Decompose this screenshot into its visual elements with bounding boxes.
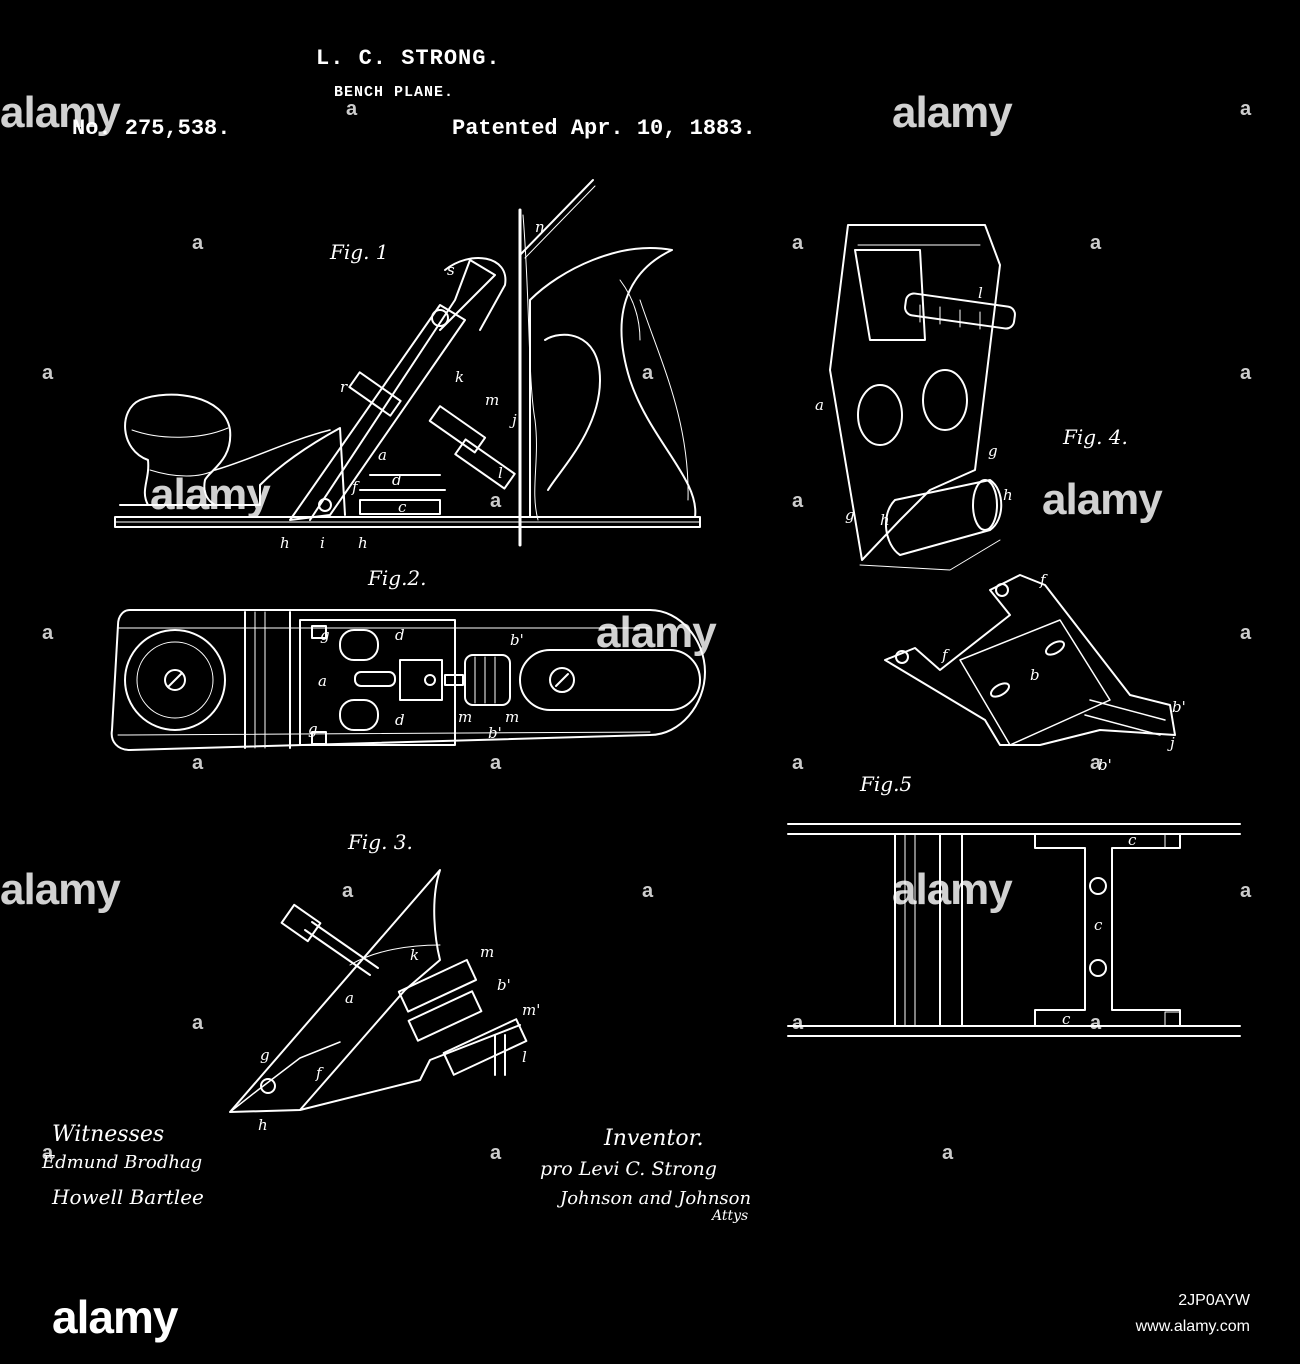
part-letter-b3: b'	[497, 976, 511, 994]
part-letter-g3: g	[260, 1046, 270, 1064]
watermark-glyph: a	[192, 1012, 203, 1035]
part-letter-g2: g	[308, 720, 318, 738]
watermark-glyph: a	[942, 1142, 953, 1165]
patent-sheet: L. C. STRONG. BENCH PLANE. No. 275,538. …	[0, 0, 1300, 1270]
part-letter-h5: h	[1003, 486, 1013, 504]
watermark-logo: alamy	[0, 88, 120, 138]
watermark-glyph: a	[192, 752, 203, 775]
part-letter-r: r	[340, 378, 348, 396]
watermark-glyph: a	[642, 880, 653, 903]
watermark-glyph: a	[1090, 752, 1101, 775]
part-letter-c3: c	[1062, 1010, 1071, 1028]
part-letter-g5: g	[845, 506, 855, 524]
part-letter-a2: a	[318, 672, 327, 690]
part-letter-d: d	[392, 471, 402, 489]
alamy-logo: alamy	[52, 1290, 177, 1344]
figure-3-label: Fig. 3.	[348, 830, 413, 854]
part-letter-h3: h	[258, 1116, 268, 1134]
watermark-logo: alamy	[0, 865, 120, 915]
watermark-glyph: a	[490, 1142, 501, 1165]
watermark-glyph: a	[42, 622, 53, 645]
watermark-glyph: a	[192, 232, 203, 255]
figure-4b-drawing	[885, 575, 1175, 745]
part-letter-h2: h	[358, 534, 368, 552]
watermark-glyph: a	[1240, 362, 1251, 385]
part-letter-l3: l	[522, 1048, 527, 1066]
part-letter-k: k	[455, 368, 464, 386]
watermark-glyph: a	[1240, 880, 1251, 903]
part-letter-d1: d	[395, 626, 405, 644]
part-letter-l4: l	[978, 284, 983, 302]
inventor-label: Inventor.	[604, 1126, 704, 1151]
watermark-glyph: a	[342, 880, 353, 903]
inventor-signature: pro Levi C. Strong	[540, 1158, 717, 1180]
watermark-glyph: a	[42, 362, 53, 385]
site-url: www.alamy.com	[1136, 1318, 1250, 1336]
watermark-glyph: a	[1240, 98, 1251, 121]
watermark-glyph: a	[346, 98, 357, 121]
part-letter-m3: m	[505, 708, 519, 726]
part-letter-m4: m	[480, 943, 494, 961]
part-letter-m: m	[485, 391, 499, 409]
part-letter-f3: f	[315, 1064, 324, 1082]
witness-signature-1: Edmund Brodhag	[42, 1152, 202, 1173]
part-letter-b5: b'	[1172, 698, 1186, 716]
part-letter-j: j	[509, 411, 517, 429]
part-letter-a3: a	[345, 989, 354, 1007]
watermark-glyph: a	[1090, 1012, 1101, 1035]
part-letter-d2: d	[395, 711, 405, 729]
watermark-glyph: a	[792, 232, 803, 255]
part-letter-g4: g	[988, 442, 998, 460]
figure-1-label: Fig. 1	[330, 240, 389, 264]
part-letter-c1: c	[1128, 831, 1137, 849]
figure-5-drawing	[788, 824, 1240, 1036]
part-letter-h1: h	[280, 534, 290, 552]
part-letter-f: f	[351, 478, 360, 496]
part-letter-b4: b	[1030, 666, 1040, 684]
figure-3-drawing	[230, 870, 526, 1112]
watermark-glyph: a	[490, 490, 501, 513]
watermark-logo: alamy	[892, 88, 1012, 138]
watermark-glyph: a	[1090, 232, 1101, 255]
watermark-glyph: a	[490, 752, 501, 775]
watermark-logo: alamy	[1042, 475, 1162, 525]
part-letter-m5: m'	[522, 1001, 540, 1019]
part-letter-i: i	[320, 534, 325, 552]
part-letter-c2: c	[1094, 916, 1103, 934]
figure-4-drawing	[830, 225, 1016, 570]
part-letter-g1: g	[320, 626, 330, 644]
watermark-glyph: a	[792, 1012, 803, 1035]
watermark-glyph: a	[792, 752, 803, 775]
image-id: 2JP0AYW	[1178, 1292, 1250, 1310]
part-letter-m2: m	[458, 708, 472, 726]
part-letter-b1: b'	[510, 631, 524, 649]
witnesses-label: Witnesses	[52, 1122, 164, 1147]
watermark-glyph: a	[642, 362, 653, 385]
part-letter-l: l	[498, 464, 503, 482]
figure-5-label: Fig.5	[860, 772, 912, 796]
part-letter-f5: f	[941, 646, 950, 664]
watermark-logo: alamy	[596, 608, 716, 658]
watermark-glyph: a	[42, 1142, 53, 1165]
figure-4-label: Fig. 4.	[1063, 425, 1128, 449]
part-letter-c: c	[398, 498, 407, 516]
part-letter-a4: a	[815, 396, 824, 414]
attorney-signature: Johnson and Johnson	[560, 1188, 751, 1209]
watermark-logo: alamy	[892, 865, 1012, 915]
part-letter-a: a	[378, 446, 387, 464]
witness-signature-2: Howell Bartlee	[52, 1185, 204, 1209]
part-letter-k3: k	[410, 946, 419, 964]
watermark-glyph: a	[1240, 622, 1251, 645]
part-letter-h4: h	[880, 511, 890, 529]
watermark-logo: alamy	[150, 470, 270, 520]
part-letter-b2: b'	[488, 724, 502, 742]
stock-footer: alamy 2JP0AYW www.alamy.com	[0, 1270, 1300, 1364]
watermark-glyph: a	[792, 490, 803, 513]
attorneys-abbrev: Attys	[712, 1208, 748, 1224]
figure-2-label: Fig.2.	[368, 566, 427, 590]
part-letter-n: n	[535, 218, 545, 236]
part-letter-j4: j	[1167, 734, 1175, 752]
part-letter-s: s	[447, 261, 455, 279]
